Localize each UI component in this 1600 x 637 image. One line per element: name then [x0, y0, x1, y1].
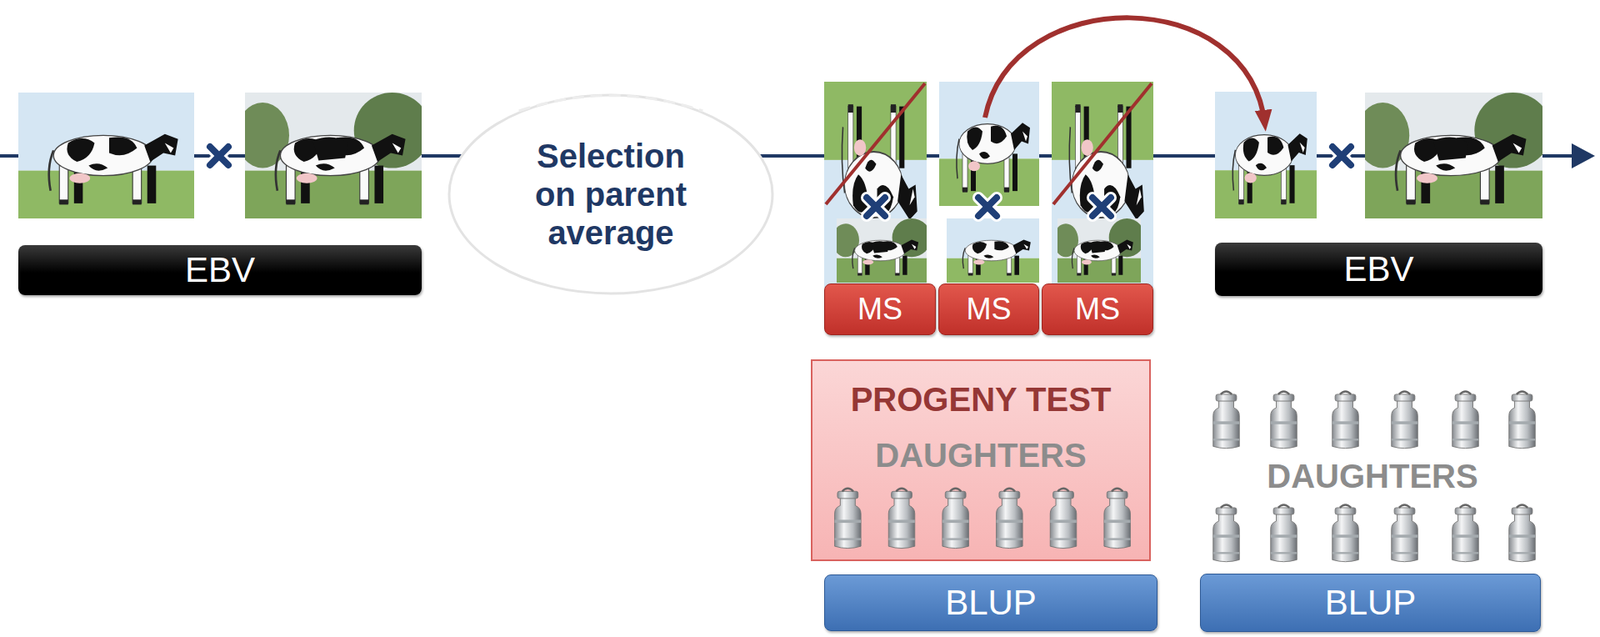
milk-cans: [812, 485, 1153, 554]
cross-symbol: [210, 146, 229, 165]
reject-slash: [825, 83, 925, 205]
ellipse-dash: [519, 95, 704, 111]
blup-bar-text: BLUP: [1325, 582, 1417, 623]
ms-box-text: MS: [966, 291, 1012, 327]
milk-cans: [1213, 390, 1536, 561]
cow-photo: [1215, 91, 1317, 219]
selection-arrow: [985, 17, 1265, 125]
progeny-test-box-text: PROGENY TEST: [850, 380, 1112, 419]
selection-ellipse: Selection on parent average: [446, 92, 775, 296]
cross-symbol: [978, 197, 997, 216]
milk-can: [1050, 488, 1077, 549]
ebv-bar-text: EBV: [185, 250, 255, 290]
cow-photo: [1053, 218, 1145, 283]
ms-box: MS: [938, 283, 1040, 335]
blup-bar: BLUP: [1200, 573, 1541, 632]
ms-box-text: MS: [857, 291, 903, 327]
blup-bar: BLUP: [824, 574, 1158, 631]
rejected-calf-photo: [1051, 81, 1154, 288]
daughters-label: DAUGHTERS: [1266, 457, 1478, 495]
cow-photo: [946, 218, 1040, 283]
cow-photo: [18, 92, 195, 219]
milk-can: [996, 488, 1024, 549]
cross-symbol: [1092, 197, 1111, 216]
ellipse-shape: [449, 95, 773, 294]
blup-bar-text: BLUP: [945, 582, 1037, 623]
timeline-arrowhead: [1571, 143, 1595, 169]
cross-symbol: [866, 197, 885, 216]
milk-can: [835, 488, 862, 549]
progeny-test-box: PROGENY TEST DAUGHTERS: [810, 359, 1151, 561]
ms-box: MS: [824, 283, 936, 335]
milk-can: [888, 488, 915, 549]
reject-slash: [1053, 83, 1152, 205]
cow-photo: [832, 218, 932, 283]
milk-can: [942, 488, 970, 549]
progeny-test-box-text: DAUGHTERS: [875, 436, 1086, 475]
ebv-bar-text: EBV: [1343, 249, 1414, 290]
cow-photo: [235, 92, 430, 219]
ebv-bar: EBV: [1215, 242, 1543, 296]
cross-symbol: [1332, 146, 1351, 165]
ebv-bar: EBV: [18, 245, 422, 295]
ms-box: MS: [1041, 283, 1154, 335]
bull-photo: [1355, 92, 1551, 219]
selection-ellipse-text: Selection on parent average: [519, 136, 703, 252]
milk-can: [1104, 488, 1131, 549]
ms-box-text: MS: [1075, 291, 1120, 327]
